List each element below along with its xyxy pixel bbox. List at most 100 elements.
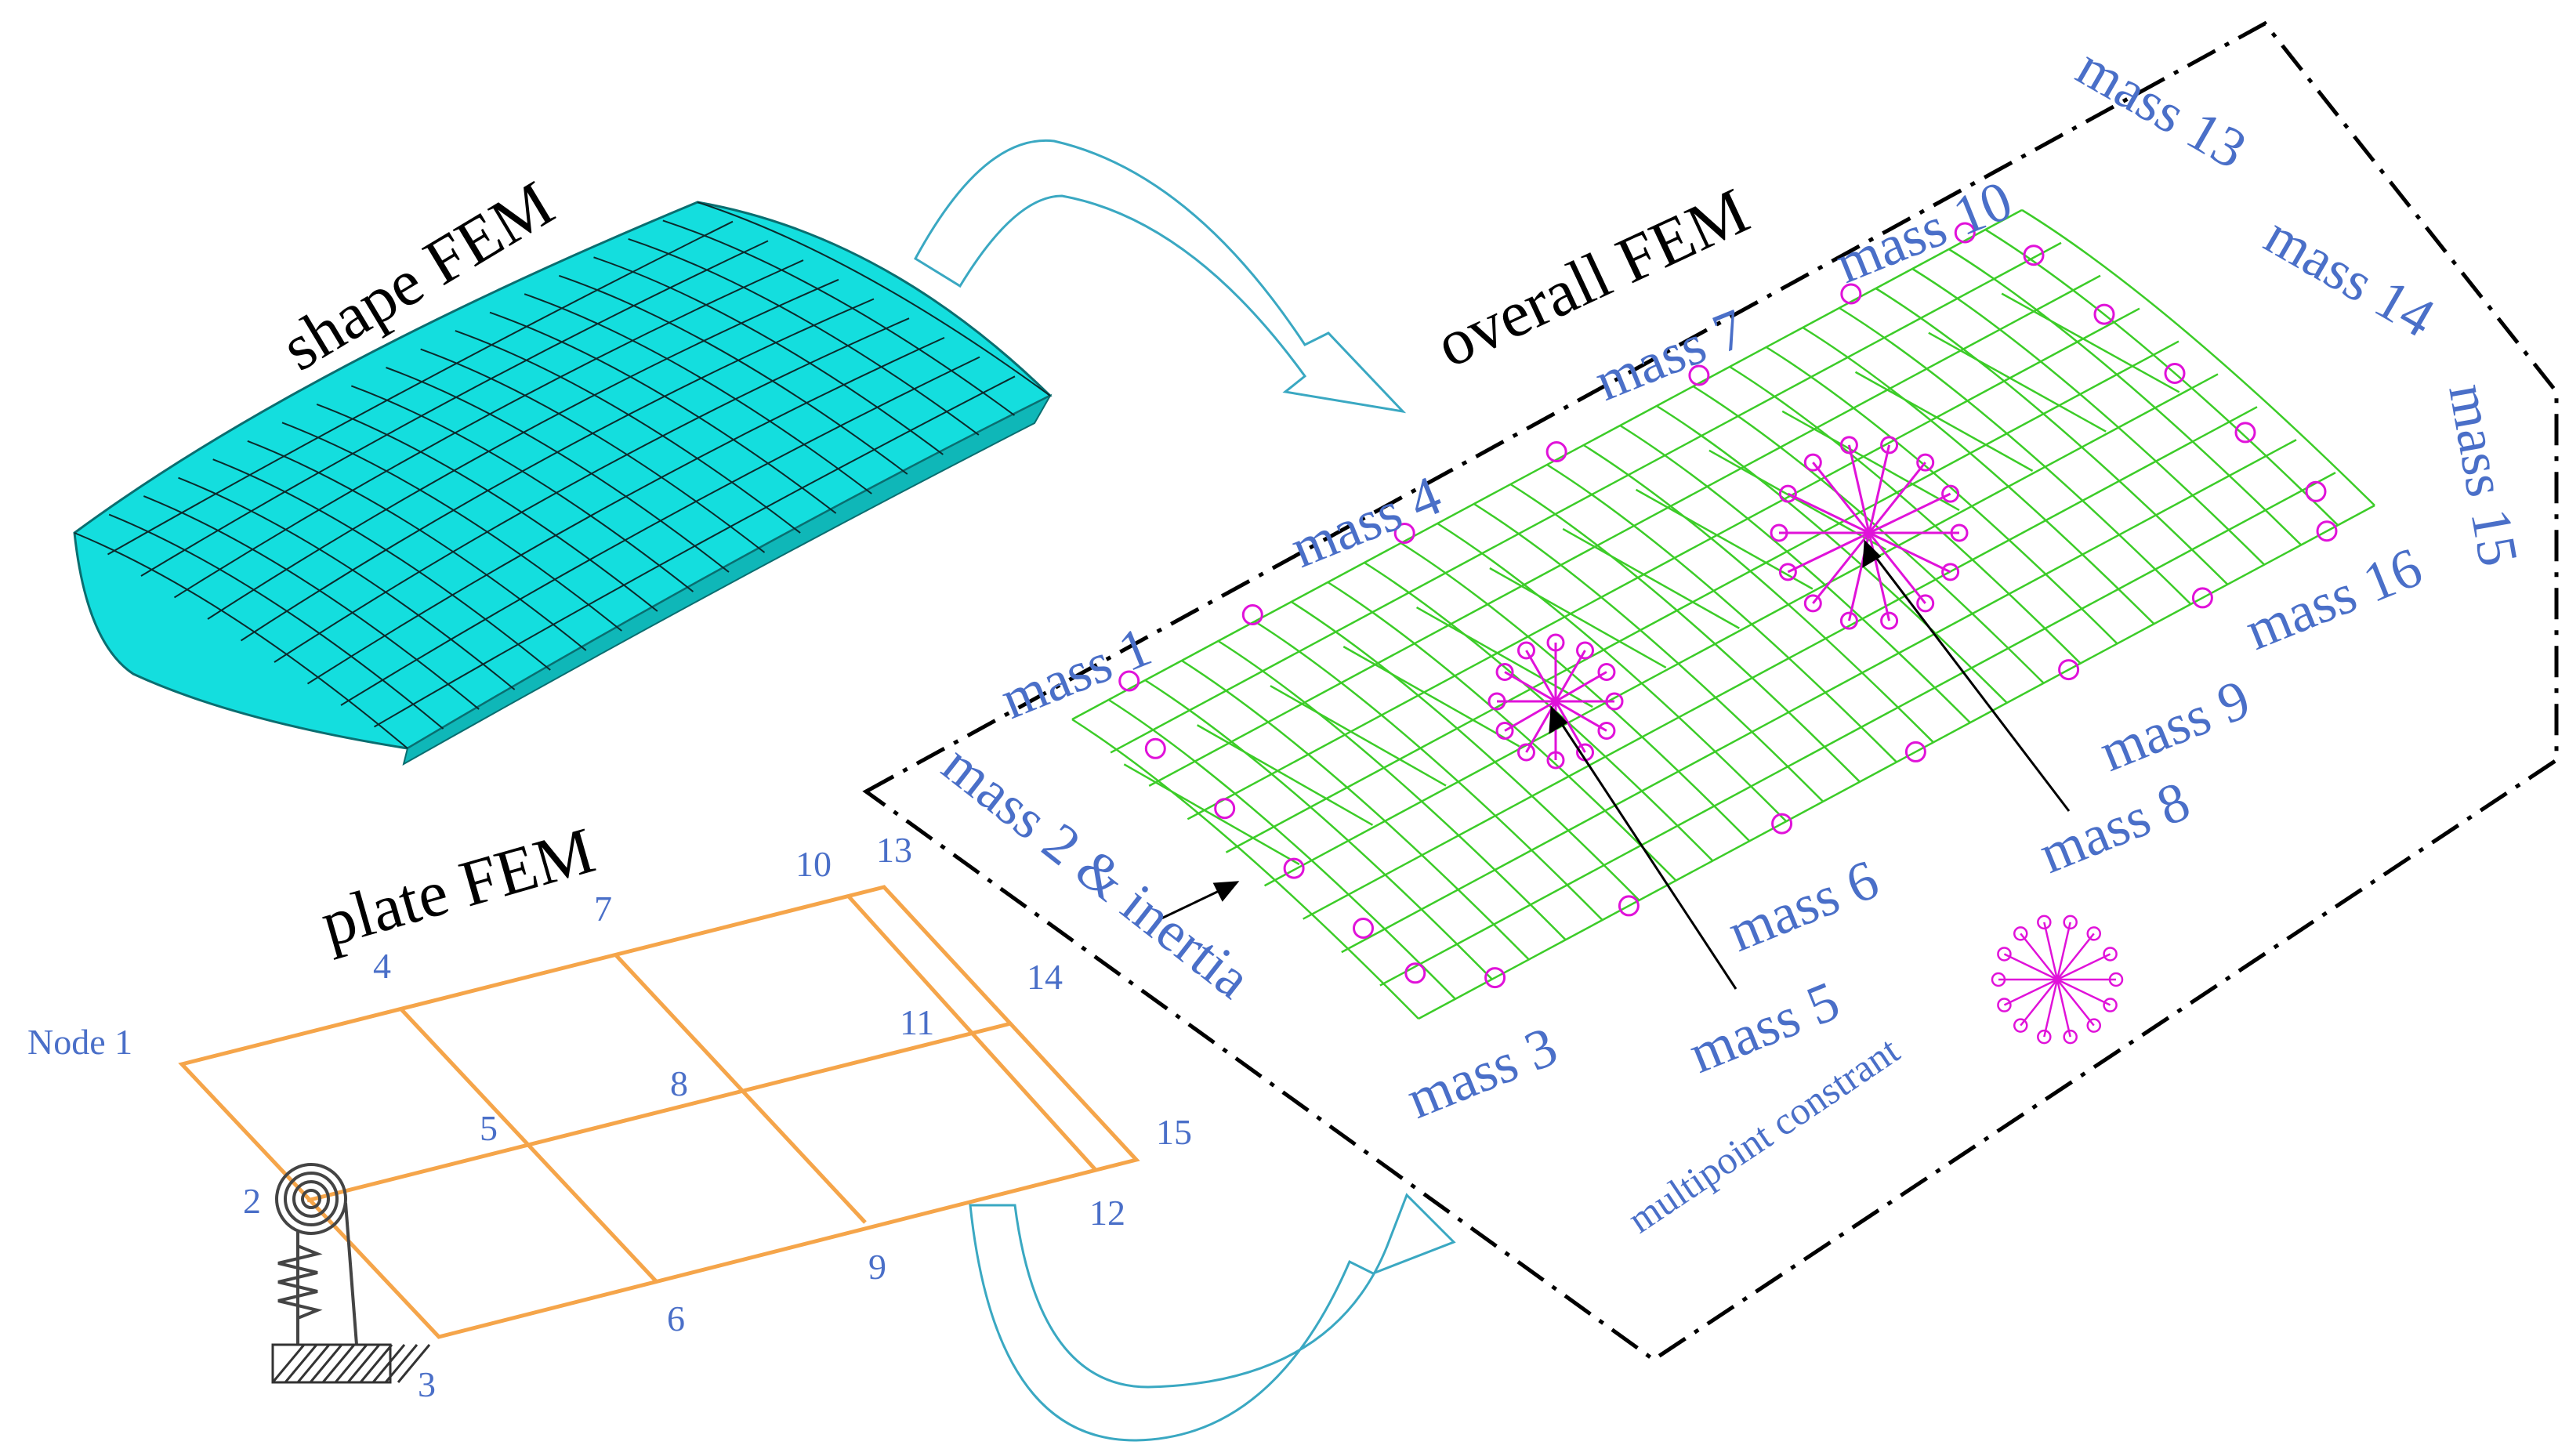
mass-marker (1214, 798, 1236, 820)
shape-mesh-line (340, 356, 980, 706)
mass-marker (1353, 918, 1374, 939)
mpc-spoke (1504, 671, 1556, 703)
overall-mesh-line (1197, 724, 1374, 826)
overall-mesh-line (1341, 439, 2297, 954)
mpc-legend-spoke (2003, 978, 2058, 1006)
mpc-node (1605, 692, 1624, 711)
node-label-14: 14 (1027, 957, 1063, 997)
shape-mesh-line (306, 336, 945, 685)
node-label-7: 7 (594, 889, 612, 929)
mpc-legend-node (2063, 1029, 2078, 1045)
mpc-legend-spoke (2056, 953, 2111, 981)
overall-mesh-line (1875, 287, 2229, 585)
shape-mesh-line (697, 201, 1051, 397)
mpc-legend-node (2037, 915, 2052, 930)
mpc-node (1916, 453, 1935, 472)
node-label-11: 11 (900, 1002, 934, 1042)
shape-fem-trailing-face (402, 393, 1053, 766)
plate-fem-grid (178, 885, 1140, 1339)
ground-hatch-line (384, 1344, 419, 1383)
mpc-legend-symbol (1991, 915, 2124, 1045)
node-label-8: 8 (670, 1063, 688, 1103)
mpc-node (1517, 743, 1535, 762)
mass-marker (2164, 363, 2186, 384)
overall-mesh-line (1110, 241, 2062, 754)
overall-mesh-line (1473, 502, 1824, 802)
shape-mesh-line (455, 330, 801, 534)
torsion-spring-coil (275, 1163, 347, 1235)
shape-mesh-line (143, 495, 480, 710)
shape-mesh-line (559, 274, 908, 475)
mass-label-13: mass 13 (2067, 35, 2257, 181)
ground-hatch-line (397, 1344, 431, 1383)
ground-hatch-line (321, 1344, 356, 1383)
mpc-node (1597, 663, 1616, 681)
mass-label-1: mass 1 (992, 614, 1160, 730)
mass-marker (1954, 222, 1976, 244)
shape-mesh-line (247, 440, 587, 651)
mass-marker (1241, 604, 1263, 625)
mpc-spoke (1525, 650, 1557, 702)
mass-marker (1144, 737, 1166, 759)
mpc-node (1517, 641, 1535, 660)
mass-marker (2234, 422, 2256, 444)
mpc-legend-node (1997, 998, 2012, 1012)
mpc-node (1546, 633, 1565, 652)
shape-mesh-line (420, 348, 766, 553)
shape-mesh-line (178, 476, 516, 690)
mpc-legend-spoke (2056, 978, 2111, 1006)
mpc-legend-node (2103, 947, 2118, 962)
mass-label-7: mass 7 (1586, 296, 1754, 412)
overall-mesh-line (1708, 449, 1887, 551)
mass-marker (2316, 520, 2338, 542)
mpc-spoke (1868, 492, 1951, 534)
overall-fem-boundary (862, 20, 2559, 1363)
mass-marker (1545, 441, 1567, 462)
mass-marker (1393, 523, 1415, 544)
node-label-13: 13 (876, 830, 912, 870)
mass-marker (2093, 303, 2115, 325)
overall-mesh-line (1263, 373, 2219, 887)
mpc-spoke (1504, 700, 1556, 732)
mass-marker (1283, 857, 1305, 879)
overall-mesh-line (1071, 208, 2023, 721)
overall-mesh-line (1327, 581, 1677, 882)
mpc-legend-node (2013, 926, 2028, 941)
plate-node-labels: Node 1 2 3 4 5 6 7 8 9 10 11 12 13 14 15 (27, 830, 1192, 1404)
node-label-4: 4 (373, 946, 391, 986)
curved-arrow-bottom (969, 1193, 1456, 1442)
mpc-legend-node (2103, 998, 2118, 1012)
shape-mesh-line (316, 403, 658, 612)
mass-label-14: mass 14 (2255, 204, 2445, 350)
mpc-spoke (1868, 444, 1891, 534)
mass-marker (1618, 895, 1640, 917)
mpc-node (1495, 722, 1514, 740)
overall-mesh-line (2021, 208, 2375, 506)
node-label-1: Node 1 (27, 1022, 132, 1062)
overall-mesh-line (1071, 718, 1419, 1020)
overall-mesh-line (1415, 606, 1593, 708)
ground-hatch-line (309, 1344, 343, 1383)
overall-mesh-line (1948, 248, 2303, 546)
shape-mesh-line (628, 237, 980, 436)
shape-mesh-line (274, 317, 910, 663)
shape-mesh-line (524, 293, 872, 494)
overall-mesh-line (1217, 639, 1567, 941)
mpc-spoke (1787, 531, 1870, 574)
node-label-3: 3 (418, 1364, 436, 1404)
overall-mesh-line (1692, 385, 2045, 684)
shape-mesh-line (173, 259, 804, 599)
overall-mesh-line (1437, 522, 1788, 822)
mpc-node (1487, 692, 1506, 711)
overall-mesh-line (1802, 326, 2155, 625)
overall-mesh-line (1546, 463, 1897, 763)
mpc-legend-spoke (2056, 933, 2095, 980)
overall-mesh-line (1418, 504, 2375, 1020)
mpc-legend-node (2013, 1018, 2028, 1033)
mpc-node (1770, 523, 1788, 542)
ground-hatch-line (359, 1344, 393, 1383)
mpc-legend-node (2037, 1029, 2052, 1045)
mpc-node (1941, 563, 1960, 581)
overall-mesh-line (1729, 365, 2082, 665)
mass-marker (1904, 741, 1926, 762)
